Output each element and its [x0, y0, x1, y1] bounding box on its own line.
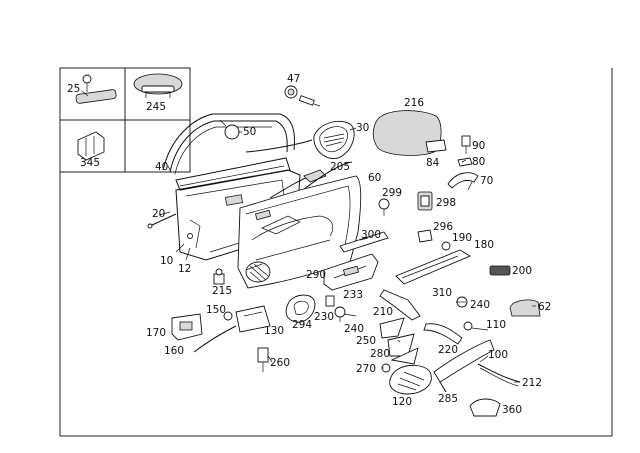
inset-label-a: 25 [67, 83, 80, 95]
callout-50: 50 [243, 126, 256, 138]
callout-30: 30 [356, 122, 369, 134]
inset-label-b: 245 [146, 101, 166, 113]
door-lock-part [171, 313, 203, 341]
callout-84: 84 [426, 157, 440, 169]
callout-130: 130 [264, 325, 284, 337]
trim-210-part [379, 317, 405, 339]
tweeter-grille-part [313, 120, 355, 159]
callout-360: 360 [502, 404, 522, 416]
callout-40: 40 [155, 161, 168, 173]
inset-connector-part [77, 131, 105, 161]
callout-220: 220 [438, 344, 458, 356]
lock-cylinder-part [257, 347, 269, 372]
pin-285-part [439, 381, 447, 393]
callout-160: 160 [164, 345, 184, 357]
callout-47: 47 [287, 73, 300, 85]
strip-220-part [423, 323, 463, 345]
bracket-205-part [303, 169, 327, 183]
callout-230: 230 [314, 311, 334, 323]
trim-280-part [390, 347, 419, 365]
callout-299: 299 [382, 187, 402, 199]
pull-handle-part [395, 249, 471, 285]
callout-260: 260 [270, 357, 290, 369]
callout-20: 20 [152, 208, 165, 220]
callout-62: 62 [538, 301, 551, 313]
mirror-plug-part [219, 119, 240, 140]
callout-215: 215 [212, 285, 232, 297]
callout-216: 216 [404, 97, 424, 109]
clip-215-part [213, 268, 225, 285]
door-trim-panel-part [237, 175, 362, 289]
clip-296-part [417, 229, 433, 243]
cover-84-part [425, 139, 447, 153]
rod-160-part [193, 325, 237, 353]
callout-205: 205 [330, 161, 350, 173]
cap-62-part [509, 299, 541, 317]
callout-12: 12 [178, 263, 191, 275]
callout-212: 212 [522, 377, 542, 389]
callout-240-a: 240 [470, 299, 490, 311]
round-cap-part [284, 85, 298, 99]
pin-head [147, 223, 153, 229]
callout-190: 190 [452, 232, 472, 244]
callout-200: 200 [512, 265, 532, 277]
window-switch-part [489, 265, 511, 276]
callout-100: 100 [488, 349, 508, 361]
window-frame-seal-part [162, 113, 295, 175]
callout-110: 110 [486, 319, 506, 331]
inset-panel [59, 67, 191, 173]
callout-60: 60 [368, 172, 381, 184]
guide-arrow-1 [245, 139, 313, 153]
callout-285: 285 [438, 393, 458, 405]
callout-300: 300 [361, 229, 381, 241]
handle-70-part [447, 172, 479, 189]
callout-120: 120 [392, 396, 412, 408]
pin-part [149, 213, 177, 227]
screw-299-part [378, 198, 390, 216]
nut-190-part [441, 241, 451, 251]
pin-80-part [457, 157, 473, 167]
callout-233: 233 [343, 289, 363, 301]
callout-298: 298 [436, 197, 456, 209]
callout-240-b: 240 [344, 323, 364, 335]
armrest-strip-part [339, 231, 389, 253]
callout-150: 150 [206, 304, 226, 316]
callout-290: 290 [306, 269, 326, 281]
screw-240-b-part [334, 306, 346, 322]
callout-270: 270 [356, 363, 376, 375]
callout-280: 280 [370, 348, 390, 360]
callout-80: 80 [472, 156, 485, 168]
nut-110-part [463, 321, 473, 331]
bumper-150-part [223, 311, 233, 321]
inset-clip-part [133, 73, 183, 98]
leader-lines [81, 90, 536, 383]
speaker-120-part [389, 339, 495, 395]
callout-294: 294 [292, 319, 312, 331]
cover-310-part [379, 289, 421, 321]
callout-90: 90 [472, 140, 485, 152]
bracket-130-part [235, 305, 271, 333]
callout-70: 70 [480, 175, 493, 187]
armrest-part [323, 253, 379, 291]
bolt-part [298, 95, 321, 107]
guide-arrow-2 [269, 177, 307, 199]
inset-dowel-part [75, 74, 117, 104]
bezel-294-part [285, 294, 316, 323]
callout-170: 170 [146, 327, 166, 339]
callout-310: 310 [432, 287, 452, 299]
switch-298-part [417, 191, 433, 211]
bracket-360-part [469, 398, 501, 417]
door-glass-rail-part [175, 157, 291, 191]
callout-10: 10 [160, 255, 173, 267]
clip-233-part [325, 295, 335, 307]
inset-label-c: 345 [80, 157, 100, 169]
callout-210: 210 [373, 306, 393, 318]
check-strap-part [477, 363, 521, 387]
pad-cushion-part [372, 110, 442, 156]
clip-90-part [461, 135, 471, 154]
callout-250: 250 [356, 335, 376, 347]
callout-296: 296 [433, 221, 453, 233]
callout-180: 180 [474, 239, 494, 251]
